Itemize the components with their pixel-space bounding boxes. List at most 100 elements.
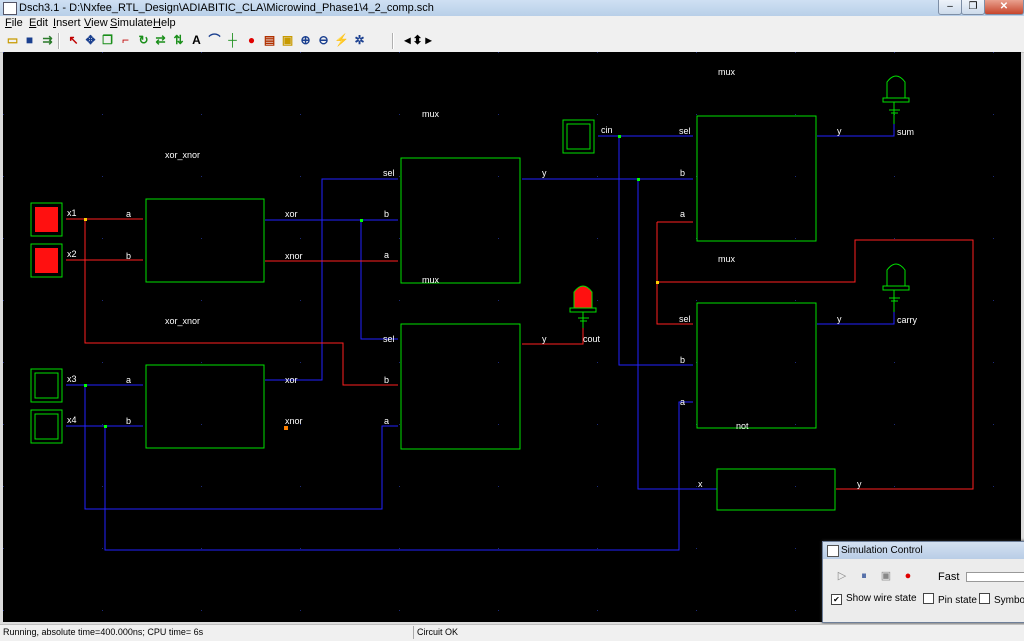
svg-text:y: y	[857, 479, 862, 489]
svg-text:xor: xor	[285, 375, 298, 385]
arrow-updown-icon[interactable]: ⬍	[412, 33, 423, 47]
menu-view[interactable]: View	[84, 17, 108, 29]
wire-icon[interactable]: ⌒	[208, 33, 221, 47]
block-label: mux	[422, 109, 440, 119]
svg-text:carry: carry	[897, 315, 917, 325]
mux-block-1[interactable]: mux sel b a y mux	[383, 109, 547, 285]
menu-bar: File Edit Insert View Simulate Help	[0, 16, 1024, 30]
speed-slider[interactable]	[966, 572, 1024, 582]
input-button-x3[interactable]: x3	[30, 368, 77, 403]
copy-icon[interactable]: ❐	[102, 33, 113, 47]
block-label: mux	[718, 67, 736, 77]
flip-icon[interactable]: ⇅	[173, 33, 184, 47]
svg-text:y: y	[837, 314, 842, 324]
input-button-x2[interactable]: x2	[30, 243, 77, 278]
play-icon[interactable]: ▷	[837, 570, 847, 582]
svg-text:cout: cout	[583, 334, 601, 344]
svg-text:b: b	[384, 209, 389, 219]
xor-xnor-block-1[interactable]: xor_xnor a b xor xnor	[126, 150, 303, 283]
zoom-out-icon[interactable]: ⊖	[318, 33, 329, 47]
pin-state-checkbox[interactable]: Pin state	[923, 593, 977, 607]
svg-text:sel: sel	[383, 168, 395, 178]
xor-xnor-block-2[interactable]: xor_xnor a b xor xnor	[126, 316, 303, 449]
title-bar: Dsch3.1 - D:\Nxfee_RTL_Design\ADIABITIC_…	[0, 0, 1024, 17]
mux-block-4[interactable]: mux sel b a y not	[679, 254, 842, 431]
library-icon[interactable]: ▤	[263, 33, 276, 47]
zoom-in-icon[interactable]: ⊕	[300, 33, 311, 47]
wires-low	[66, 124, 895, 551]
menu-simulate[interactable]: Simulate	[110, 17, 153, 29]
led-sum: sum	[882, 75, 914, 137]
sim-window-icon	[827, 545, 839, 557]
menu-edit[interactable]: Edit	[29, 17, 48, 29]
line-icon[interactable]: ⌐	[121, 33, 129, 47]
svg-text:a: a	[384, 250, 389, 260]
svg-text:sel: sel	[383, 334, 395, 344]
led-cout: cout	[569, 285, 601, 344]
input-button-x1[interactable]: x1	[30, 202, 77, 237]
speed-label: Fast	[938, 571, 960, 583]
simulation-control-header[interactable]: Simulation Control	[823, 542, 1024, 559]
simulation-control-title: Simulation Control	[841, 545, 923, 556]
svg-text:x2: x2	[67, 249, 77, 259]
mux-block-3[interactable]: mux sel b a y	[679, 67, 842, 242]
move-icon[interactable]: ✥	[85, 33, 96, 47]
verify-icon[interactable]: ✲	[354, 33, 365, 47]
svg-text:y: y	[542, 168, 547, 178]
svg-text:cin: cin	[601, 125, 613, 135]
wires-high	[66, 218, 974, 490]
show-wire-state-checkbox[interactable]: ✔Show wire state	[831, 593, 917, 605]
toolbar-separator	[392, 33, 394, 49]
status-bar: Running, absolute time=400.000ns; CPU ti…	[0, 624, 1024, 641]
svg-text:xnor: xnor	[285, 416, 303, 426]
mux-block-2[interactable]: sel b a y	[383, 323, 547, 450]
junctions	[84, 135, 659, 430]
svg-text:y: y	[837, 126, 842, 136]
import-icon[interactable]: ⇉	[42, 33, 53, 47]
svg-text:xnor: xnor	[285, 251, 303, 261]
svg-text:x4: x4	[67, 415, 77, 425]
not-block[interactable]: x y	[698, 468, 862, 511]
svg-text:x: x	[698, 479, 703, 489]
timing-diagram-icon[interactable]: ⚡	[334, 33, 349, 47]
window-title: Dsch3.1 - D:\Nxfee_RTL_Design\ADIABITIC_…	[19, 2, 434, 14]
app-icon	[3, 2, 17, 15]
mirror-icon[interactable]: ⇄	[155, 33, 166, 47]
stop-icon[interactable]: ●	[904, 570, 912, 582]
block-label: xor_xnor	[165, 316, 200, 326]
minimize-button[interactable]: –	[938, 0, 962, 15]
record-icon[interactable]: ●	[247, 33, 256, 47]
menu-insert[interactable]: Insert	[53, 17, 81, 29]
symbol-checkbox[interactable]: Symbo	[979, 593, 1024, 607]
input-button-x4[interactable]: x4	[30, 409, 77, 444]
text-icon[interactable]: A	[192, 33, 201, 47]
svg-text:y: y	[542, 334, 547, 344]
svg-text:a: a	[126, 375, 131, 385]
input-button-cin[interactable]: cin	[562, 119, 613, 154]
toolbar: ▭ ■ ⇉ ↖ ✥ ❐ ⌐ ↻ ⇄ ⇅ A ⌒ ┼ ● ▤ ▣ ⊕ ⊖ ⚡ ✲ ◂⬍▸	[0, 30, 1024, 53]
rotate-icon[interactable]: ↻	[138, 33, 149, 47]
svg-text:b: b	[680, 355, 685, 365]
simulation-control-dialog: Simulation Control ▷ ⏸ ▣ ● Fast ✔Show wi…	[822, 541, 1024, 623]
restore-button[interactable]: ❐	[961, 0, 985, 15]
open-folder-icon[interactable]: ▭	[6, 33, 19, 47]
close-button[interactable]: ✕	[984, 0, 1024, 15]
menu-file[interactable]: File	[5, 17, 23, 29]
svg-text:b: b	[126, 416, 131, 426]
pause-icon[interactable]: ⏸	[861, 570, 867, 582]
schematic-canvas[interactable]: xor_xnor a b xor xnor xor_xnor a b xor x…	[3, 52, 1021, 622]
toolbar-separator	[58, 33, 60, 49]
arrow-left-icon[interactable]: ◂	[404, 33, 411, 47]
component-icon[interactable]: ▣	[281, 33, 294, 47]
block-label: xor_xnor	[165, 150, 200, 160]
step-icon[interactable]: ▣	[880, 570, 892, 582]
save-icon[interactable]: ■	[25, 33, 34, 47]
connect-icon[interactable]: ┼	[228, 33, 237, 47]
menu-help[interactable]: Help	[153, 17, 176, 29]
checkmark-icon: ✔	[831, 594, 842, 605]
select-arrow-icon[interactable]: ↖	[68, 33, 79, 47]
svg-text:sel: sel	[679, 314, 691, 324]
svg-text:not: not	[736, 421, 749, 431]
svg-text:sel: sel	[679, 126, 691, 136]
arrow-right-icon[interactable]: ▸	[425, 33, 432, 47]
